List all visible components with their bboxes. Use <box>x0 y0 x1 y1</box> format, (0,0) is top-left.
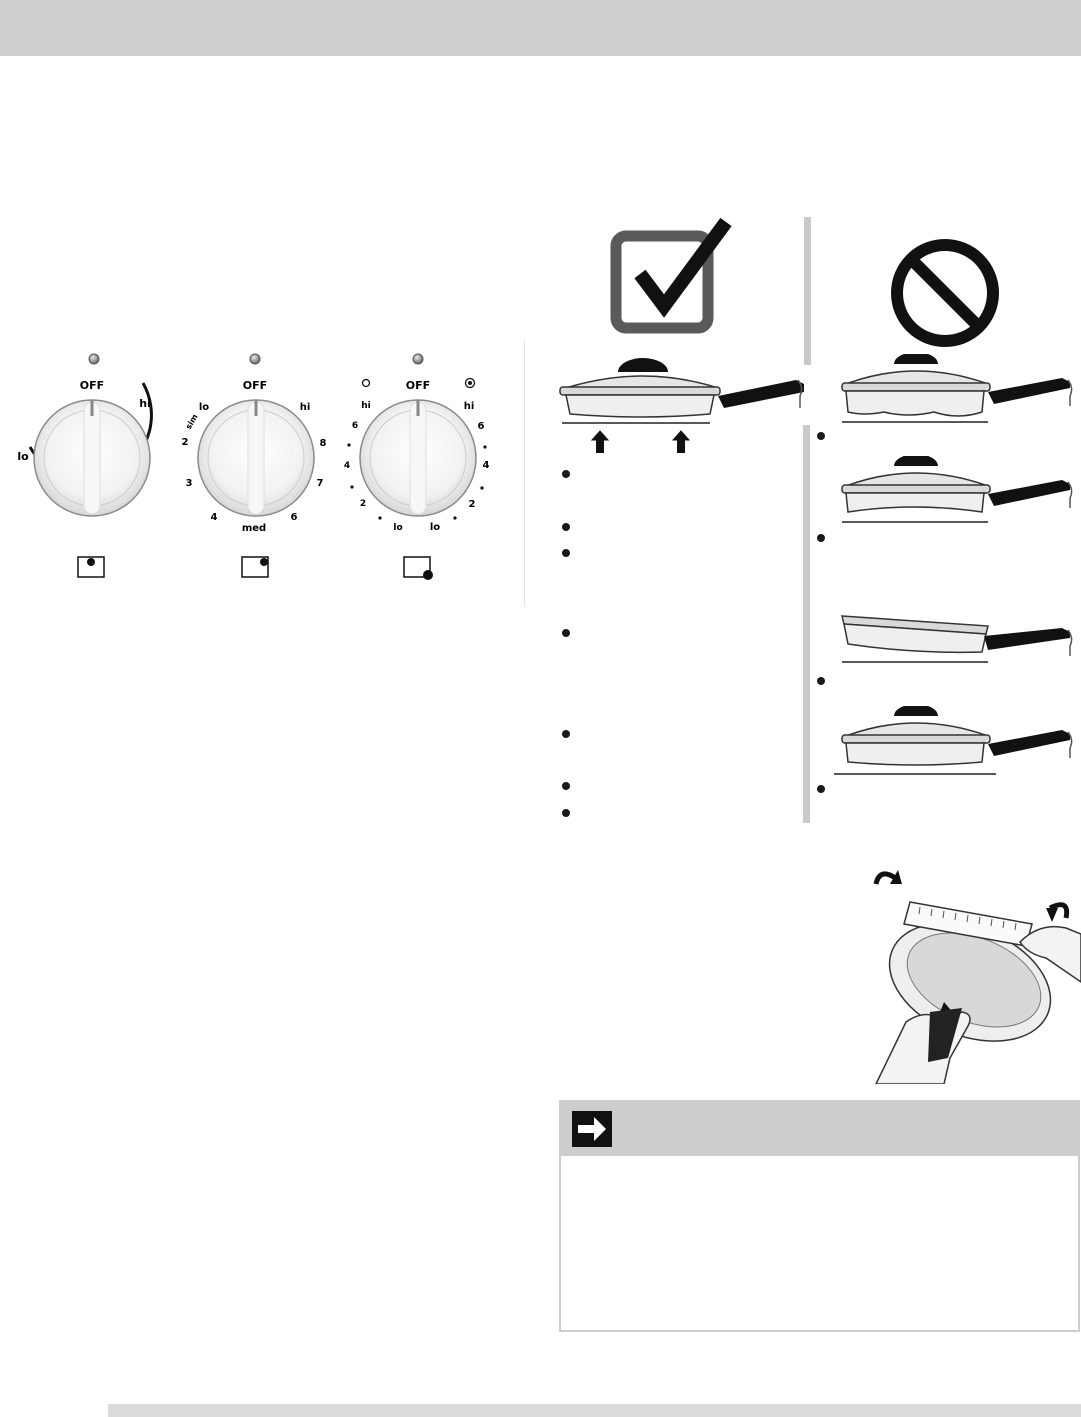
knob-3[interactable]: OFF hi hi 6 6 4 4 2 2 lo lo <box>344 353 490 580</box>
knob-3-6-left-label: 6 <box>352 421 358 431</box>
footer-bar <box>108 1404 1081 1417</box>
list-bullet <box>562 470 570 478</box>
list-bullet <box>562 523 570 531</box>
knob-3-4-right-label: 4 <box>483 460 490 471</box>
list-bullet <box>817 677 825 685</box>
header-bar <box>0 0 1081 56</box>
knob-3-hi-right-label: hi <box>464 401 475 412</box>
knob-1-off-label: OFF <box>80 379 104 392</box>
knob-2-med-label: med <box>242 523 266 534</box>
knob-3-lo-left-label: lo <box>393 523 402 533</box>
knob-2-hi-label: hi <box>300 402 311 413</box>
control-knobs-diagram: OFF lo hi OFF lo hi sim 2 8 <box>17 353 490 580</box>
list-bullet <box>817 534 825 542</box>
burner-position-icon-1 <box>77 556 105 578</box>
list-bullet <box>817 785 825 793</box>
note-box <box>559 1100 1080 1332</box>
rotate-arrow-icon <box>1048 902 1070 919</box>
checkmark-in-box-icon <box>610 217 732 334</box>
knob-2-off-label: OFF <box>243 379 267 392</box>
knob-3-2-left-label: 2 <box>360 499 366 509</box>
knob-3-4-left-label: 4 <box>344 461 350 471</box>
control-knob-panel: OFF lo hi OFF lo hi sim 2 8 <box>0 340 525 606</box>
knob-1-hi-label: hi <box>139 397 151 410</box>
knob-2-6-label: 6 <box>291 512 298 523</box>
flat-bottom-pan-illustration <box>559 358 804 453</box>
list-bullet <box>562 549 570 557</box>
single-element-icon <box>361 378 371 388</box>
knob-2-lo-label: lo <box>199 402 209 413</box>
curved-bottom-pan-illustration <box>841 456 1073 523</box>
burner-position-icon-3 <box>403 556 433 580</box>
knob-2-7-label: 7 <box>317 478 324 489</box>
indicator-light-icon <box>412 353 424 365</box>
indicator-light-icon <box>88 353 100 365</box>
list-bullet <box>817 432 825 440</box>
knob-1-lo-label: lo <box>17 450 29 463</box>
list-bullet <box>562 809 570 817</box>
knob-3-6-right-label: 6 <box>478 421 485 432</box>
pan-flatness-check-illustration <box>873 870 1081 1084</box>
knob-2[interactable]: OFF lo hi sim 2 8 3 7 4 med 6 <box>182 353 327 578</box>
oversized-pan-illustration <box>834 706 1073 775</box>
knob-3-tick-dots <box>347 443 487 520</box>
column-divider-bottom <box>803 425 810 823</box>
knob-1[interactable]: OFF lo hi <box>17 353 153 578</box>
knob-3-off-label: OFF <box>406 379 430 392</box>
burner-position-icon-2 <box>241 556 269 578</box>
uneven-pan-illustration <box>841 615 1073 663</box>
dual-element-icon <box>464 377 476 389</box>
column-divider-top <box>804 217 811 365</box>
note-header <box>561 1102 1078 1156</box>
warped-bottom-pan-illustration <box>841 354 1073 423</box>
knob-2-2-label: 2 <box>182 437 189 448</box>
knob-3-2-right-label: 2 <box>469 499 476 510</box>
knob-2-3-label: 3 <box>186 478 193 489</box>
knob-2-sim-label: sim <box>184 413 200 431</box>
list-bullet <box>562 782 570 790</box>
indicator-light-icon <box>249 353 261 365</box>
right-arrow-icon <box>572 1111 612 1147</box>
knob-2-4-label: 4 <box>211 512 218 523</box>
list-bullet <box>562 730 570 738</box>
knob-2-8-label: 8 <box>320 438 327 449</box>
list-bullet <box>562 629 570 637</box>
knob-3-lo-right-label: lo <box>430 522 440 533</box>
knob-3-hi-left-label: hi <box>361 401 371 411</box>
no-symbol-icon <box>891 239 999 347</box>
